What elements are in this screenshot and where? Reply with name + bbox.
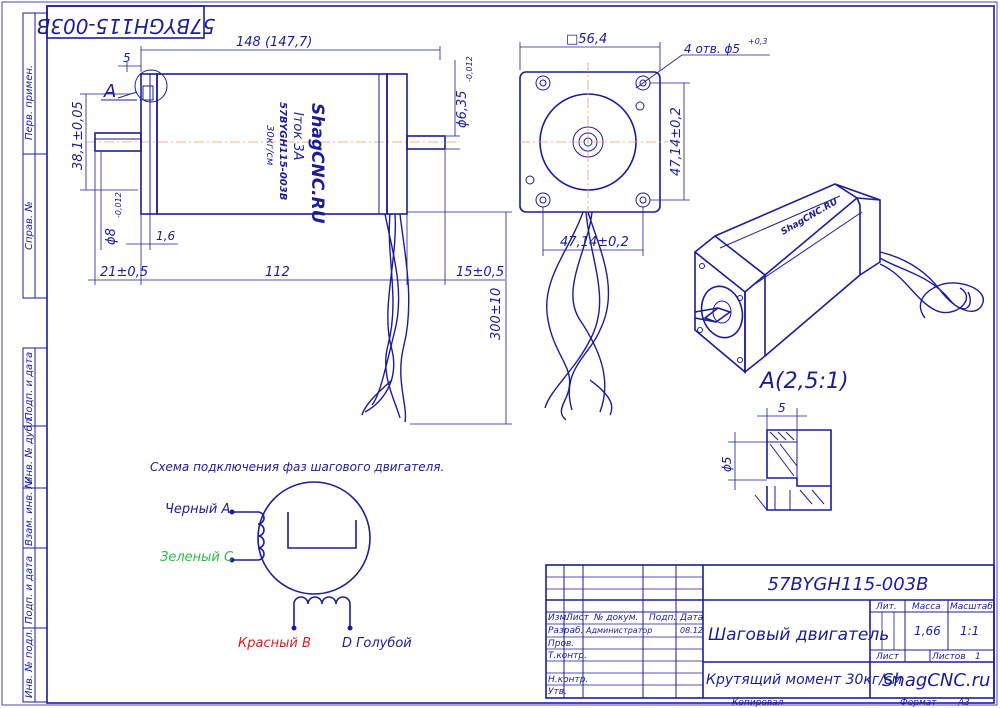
dim-d635: ϕ6,35: [455, 90, 470, 128]
dim-21: 21±0,5: [100, 265, 148, 280]
dim-d8: ϕ8: [104, 228, 119, 245]
dim-16: 1,6: [156, 229, 175, 243]
body-model: 57BYGH115-003B: [277, 102, 288, 200]
side-inv-dubl: Инв. № дубл.: [23, 416, 35, 484]
side-view-dimensions: 148 (147,7) 5 38,1±0,05 ϕ6,35 -0,012 ϕ8 …: [71, 35, 512, 425]
wire-red-label: Красный B: [238, 636, 311, 651]
title-block: Изм. Лист № докум. Подп. Дата Разраб. Пр…: [545, 564, 995, 699]
tb-sheet-label: Лист: [875, 652, 900, 662]
dim-15: 15±0,5: [456, 265, 504, 280]
wire-green-label: Зеленый C: [160, 550, 234, 565]
dim-flange: □56,4: [566, 32, 607, 47]
side-inv-podl: Инв. № подл.: [24, 629, 35, 698]
format-value: А3: [957, 698, 970, 708]
tb-code: 57BYGH115-003B: [768, 574, 929, 595]
tb-scale: 1:1: [960, 624, 979, 638]
motor-isometric-view: ShagCNC.RU: [693, 183, 985, 374]
dim-hole-pitch-v: 47,14±0,2: [669, 107, 684, 176]
wiring-schema: Схема подключения фаз шагового двигателя…: [150, 460, 444, 651]
dim-112: 112: [265, 265, 290, 280]
body-current: Iток 3А: [290, 112, 305, 161]
side-podp-data-1: Подп. и дата: [24, 352, 35, 420]
wire-black-label: Черный A: [165, 502, 230, 517]
tb-lit-label: Лит.: [875, 602, 897, 612]
tb-hdr-podp: Подп.: [649, 613, 676, 623]
tb-row-utv: Утв.: [548, 687, 567, 697]
tb-mass-label: Масса: [912, 602, 941, 612]
tb-scale-label: Масштаб: [950, 602, 993, 612]
tb-row-nkontr: Н.контр.: [548, 675, 588, 685]
rotated-code-box: 57BYGH115-003B: [37, 5, 216, 39]
tb-row-tkontr: Т.контр.: [548, 651, 587, 661]
dim-38: 38,1±0,05: [71, 101, 86, 170]
motor-side-view: ShagCNC.RU Iток 3А 57BYGH115-003B 30кг/с…: [86, 69, 460, 423]
tb-site: ShagCNC.ru: [882, 670, 990, 691]
tb-row-prov: Пров.: [548, 639, 574, 649]
detail-a: A(2,5:1) 5 ϕ5: [720, 369, 849, 511]
dim-holes: 4 отв. ϕ5: [684, 42, 740, 56]
side-vzam-inv: Взам. инв. №: [24, 478, 35, 546]
tb-hdr-doc: № докум.: [593, 613, 638, 623]
tb-sheets-label: Листов: [931, 652, 966, 662]
tb-mass: 1,66: [914, 624, 941, 638]
tb-title: Шаговый двигатель: [708, 625, 889, 645]
iso-label: ShagCNC.RU: [780, 197, 841, 238]
dim-d8-tol: -0,012: [114, 192, 123, 218]
side-perv-primen: Перв. примен.: [24, 65, 35, 140]
body-brand: ShagCNC.RU: [307, 103, 327, 224]
dim-d635-tol: -0,012: [465, 56, 474, 82]
detail-title: A(2,5:1): [758, 369, 849, 394]
view-a-marker: A: [103, 81, 116, 102]
tb-hdr-izm: Изм.: [548, 613, 569, 623]
front-view-dimensions: □56,4 4 отв. ϕ5 +0,3 47,14±0,2 47,14±0,2: [519, 32, 770, 256]
rotated-code: 57BYGH115-003B: [37, 14, 216, 38]
rotor-symbol: [287, 512, 357, 549]
copied-label: Копировал: [732, 698, 784, 708]
dim-length: 148 (147,7): [236, 35, 312, 50]
wire-blue-label: D Голубой: [342, 636, 412, 651]
side-sprav-no: Справ. №: [24, 201, 35, 250]
format-label: Формат: [900, 698, 937, 708]
tb-sheets: 1: [975, 652, 981, 662]
tb-hdr-date: Дата: [679, 613, 703, 623]
detail-dim-5: 5: [778, 401, 786, 415]
dim-5-top: 5: [123, 51, 131, 65]
dim-hole-pitch-h: 47,14±0,2: [560, 235, 629, 250]
body-torque: 30кг/см: [264, 125, 275, 166]
tb-hdr-list: Лист: [565, 613, 590, 623]
detail-dim-d5: ϕ5: [720, 456, 734, 472]
tb-subtitle: Крутящий момент 30кг/см: [706, 672, 903, 688]
dim-holes-tol: +0,3: [748, 37, 767, 46]
side-podp-data-2: Подп. и дата: [24, 556, 35, 624]
tb-row-razrab: Разраб.: [548, 626, 583, 636]
tb-date: 08.12: [680, 626, 703, 635]
tb-author: Администратор: [585, 626, 652, 635]
dim-300: 300±10: [489, 288, 504, 340]
schema-title: Схема подключения фаз шагового двигателя…: [150, 460, 444, 474]
side-strip: Перв. примен. Справ. № Подп. и дата Инв.…: [22, 12, 48, 703]
rotor-circle: [257, 481, 371, 595]
